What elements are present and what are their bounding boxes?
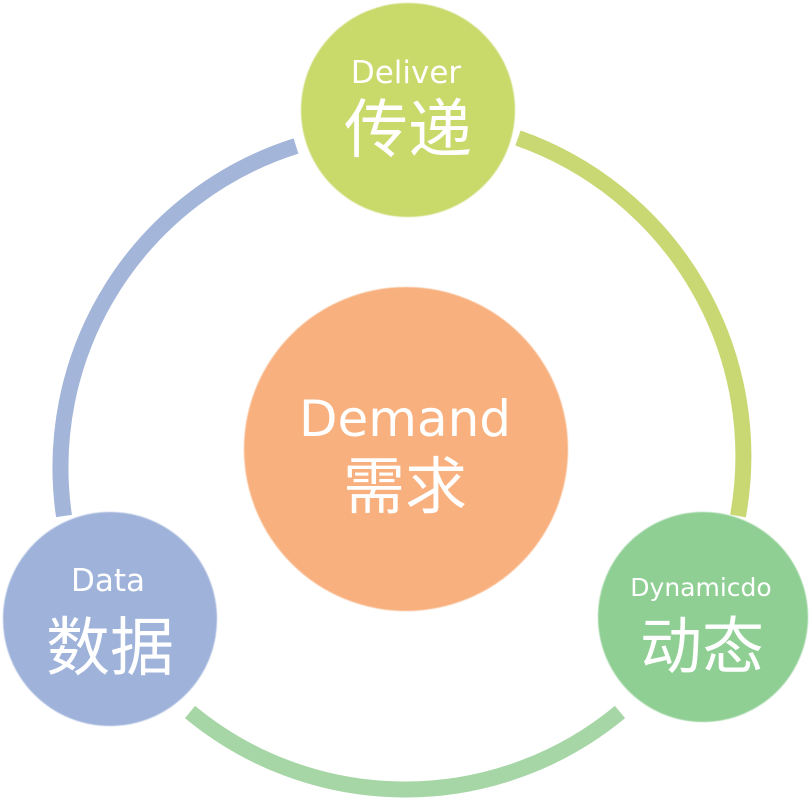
node-dynamicdo-label-en: Dynamicdo <box>630 573 771 602</box>
node-dynamicdo-label-zh: 动态 <box>640 610 764 683</box>
node-demand-circle <box>244 287 568 611</box>
node-deliver: Deliver 传递 <box>301 3 515 217</box>
node-demand-label-zh: 需求 <box>343 450 467 523</box>
ring-arc-right <box>515 130 752 518</box>
ring-arc-bottom <box>184 705 626 798</box>
node-dynamicdo-circle <box>598 512 808 722</box>
node-data-circle <box>3 512 217 726</box>
node-dynamicdo: Dynamicdo 动态 <box>598 512 808 722</box>
node-data: Data 数据 <box>3 512 217 726</box>
node-demand: Demand 需求 <box>244 287 568 611</box>
node-data-label-zh: 数据 <box>46 612 174 686</box>
node-demand-label-en: Demand <box>299 390 511 448</box>
node-deliver-label-zh: 传递 <box>344 94 472 168</box>
node-data-label-en: Data <box>71 563 145 599</box>
ring-arc-left <box>52 138 299 518</box>
node-deliver-label-en: Deliver <box>351 55 462 91</box>
node-deliver-circle <box>301 3 515 217</box>
